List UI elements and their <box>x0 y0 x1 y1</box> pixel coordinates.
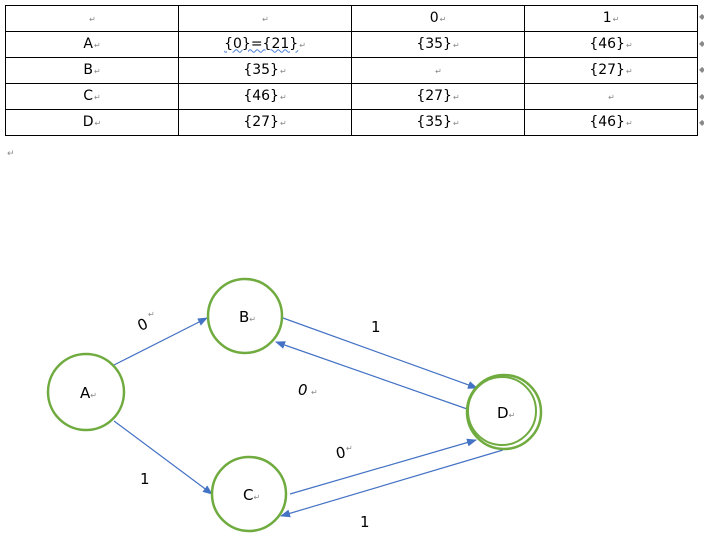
header-cell-text: 1 <box>602 9 612 26</box>
cell-text: A <box>83 35 93 52</box>
cell-text: {27} <box>416 87 452 104</box>
table-cell: C↵ <box>5 83 179 110</box>
table-cell: {35}↵ <box>351 31 525 58</box>
cell-text: {0}={21} <box>224 35 299 52</box>
state-c-circle <box>210 455 288 533</box>
cell-text: C <box>83 87 94 104</box>
edge-label-d-b: 0 <box>298 381 308 399</box>
transition-table: ↵ ↵ 0↵ 1↵ A↵ {0}={21}↵ {35}↵ {46}↵ B↵ {3… <box>5 5 698 136</box>
empty-paragraph-mark: ↵ <box>7 149 15 159</box>
header-cell: 1↵ <box>524 5 698 32</box>
row-end-mark: ◆ <box>699 92 704 101</box>
paragraph-mark: ↵ <box>311 388 318 397</box>
paragraph-mark: ↵ <box>279 92 287 102</box>
cell-text: {35} <box>416 35 452 52</box>
paragraph-mark: ↵ <box>346 444 353 453</box>
table-cell: B↵ <box>5 57 179 84</box>
edge-d-to-c <box>280 449 504 518</box>
paragraph-mark: ↵ <box>452 40 460 50</box>
paragraph-mark: ↵ <box>249 315 256 324</box>
paragraph-mark: ↵ <box>612 14 620 24</box>
table-cell: {46}↵ <box>178 83 352 110</box>
paragraph-mark: ↵ <box>94 92 101 102</box>
paragraph-mark: ↵ <box>90 391 97 400</box>
state-c-label: C↵ <box>243 486 260 504</box>
edge-label-a-c: 1 <box>140 470 150 488</box>
state-nodes <box>46 277 543 533</box>
paragraph-mark: ↵ <box>435 66 442 76</box>
paragraph-mark: ↵ <box>625 40 633 50</box>
paragraph-mark: ↵ <box>625 66 633 76</box>
row-end-mark: ◆ <box>699 65 704 74</box>
edge-label-marks: ↵ ↵ ↵ <box>148 310 353 453</box>
state-a-label: A↵ <box>80 384 97 402</box>
state-d-label: D↵ <box>497 404 515 422</box>
state-a-label-text: A <box>80 384 91 402</box>
paragraph-mark: ↵ <box>299 40 306 50</box>
table-cell: {27}↵ <box>178 109 352 136</box>
paragraph-mark: ↵ <box>89 14 96 24</box>
paragraph-mark: ↵ <box>253 493 260 502</box>
cell-text: {27} <box>589 61 625 78</box>
edge-a-to-b <box>113 317 208 366</box>
cell-text: {46} <box>589 113 625 130</box>
paragraph-mark: ↵ <box>625 118 633 128</box>
edge-b-to-d <box>282 317 478 389</box>
state-b-label: B↵ <box>239 308 256 326</box>
row-end-mark: ◆ <box>699 12 704 21</box>
cell-text: {27} <box>243 113 279 130</box>
paragraph-mark: ↵ <box>452 92 460 102</box>
table-cell: D↵ <box>5 109 179 136</box>
table-cell: {46}↵ <box>524 109 698 136</box>
state-d-inner-circle <box>467 376 537 446</box>
paragraph-mark: ↵ <box>93 40 101 50</box>
table-cell: {0}={21}↵ <box>178 31 352 58</box>
paragraph-mark: ↵ <box>509 411 516 420</box>
paragraph-mark: ↵ <box>452 118 460 128</box>
cell-text: {46} <box>589 35 625 52</box>
edge-a-to-c <box>113 420 213 495</box>
paragraph-mark: ↵ <box>279 66 287 76</box>
cell-text: {35} <box>416 113 452 130</box>
state-b-label-text: B <box>239 308 249 326</box>
edge-label-d-c: 1 <box>360 513 370 531</box>
transition-edges <box>113 317 504 518</box>
state-a-circle <box>46 352 126 432</box>
paragraph-mark: ↵ <box>279 118 287 128</box>
state-c-label-text: C <box>243 486 253 504</box>
state-d-label-text: D <box>497 404 509 422</box>
table-row: D↵ {27}↵ {35}↵ {46}↵ <box>5 109 698 136</box>
paragraph-mark: ↵ <box>93 66 101 76</box>
row-end-mark: ◆ <box>699 39 704 48</box>
edge-label-b-d: 1 <box>371 318 381 336</box>
cell-text: {35} <box>243 61 279 78</box>
paragraph-mark: ↵ <box>439 14 447 24</box>
paragraph-mark: ↵ <box>262 14 269 24</box>
paragraph-mark: ↵ <box>94 118 102 128</box>
edge-c-to-d <box>289 438 477 495</box>
paragraph-mark: ↵ <box>608 92 615 102</box>
cell-text: {46} <box>243 87 279 104</box>
cell-text: B <box>83 61 93 78</box>
node-labels: A↵ B↵ C↵ D↵ <box>80 308 515 504</box>
edge-d-to-b <box>275 341 471 411</box>
row-end-mark: ◆ <box>699 118 704 127</box>
cell-text: D <box>82 113 94 130</box>
table-cell: {35}↵ <box>351 109 525 136</box>
paragraph-mark: ↵ <box>148 310 155 319</box>
header-cell-text: 0 <box>429 9 439 26</box>
edge-label-c-d: 0 <box>334 443 347 463</box>
state-b-circle <box>206 277 284 355</box>
state-d-outer-circle <box>465 373 543 451</box>
